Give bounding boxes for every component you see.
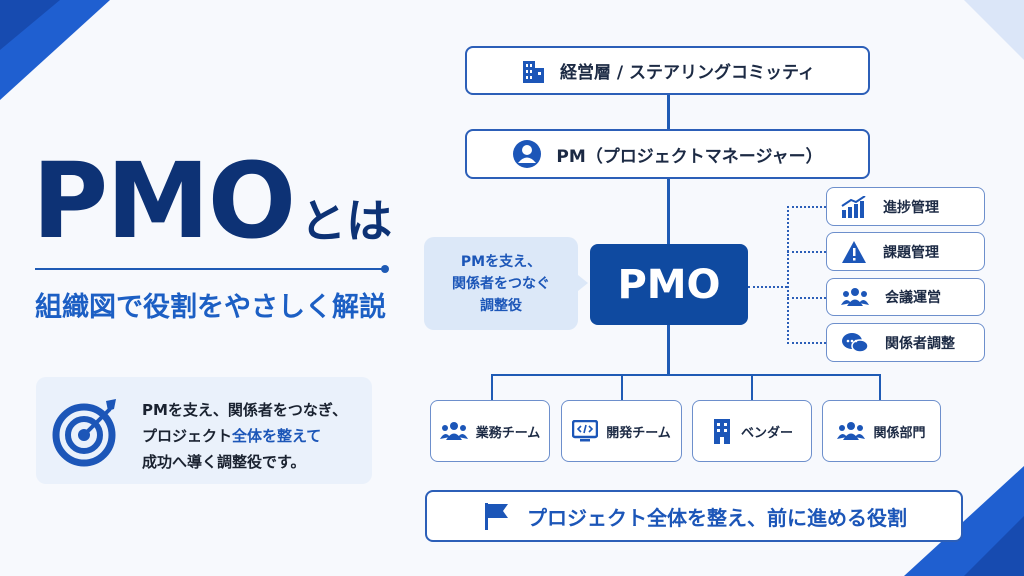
dotted-connector xyxy=(787,297,826,299)
function-label: 進捗管理 xyxy=(883,199,939,216)
dotted-connector xyxy=(787,206,789,344)
target-icon xyxy=(52,399,116,467)
dotted-connector xyxy=(787,251,826,253)
function-stakeholders: 関係者調整 xyxy=(826,323,985,362)
dotted-connector xyxy=(787,206,826,208)
banner-label: プロジェクト全体を整え、前に進める役割 xyxy=(527,505,907,530)
card-line: PMを支え、関係者をつなぎ、 xyxy=(142,401,348,419)
team-vendor: ベンダー xyxy=(692,400,812,462)
function-label: 会議運営 xyxy=(885,290,941,306)
node-executives: 経営層 / ステアリングコミッティ xyxy=(465,46,870,95)
function-label: 課題管理 xyxy=(883,244,939,261)
pmo-callout: PMを支え、 関係者をつなぐ 調整役 xyxy=(424,237,588,330)
connector xyxy=(667,95,670,375)
group-icon xyxy=(841,288,869,306)
node-label: PM（プロジェクトマネージャー） xyxy=(556,146,823,167)
team-label: 開発チーム xyxy=(606,425,671,441)
callout-line: PMを支え、 xyxy=(460,253,542,270)
divider-dot xyxy=(381,265,389,273)
node-pmo: PMO xyxy=(590,244,748,325)
connector xyxy=(491,374,493,400)
card-line: 成功へ導く調整役です。 xyxy=(142,453,306,471)
group-icon xyxy=(837,422,866,440)
function-progress: 進捗管理 xyxy=(826,187,985,226)
chat-icon xyxy=(842,332,869,353)
corner-decoration-top-right xyxy=(964,0,1024,60)
node-pm: PM（プロジェクトマネージャー） xyxy=(465,129,870,179)
team-business: 業務チーム xyxy=(430,400,550,462)
team-label: 業務チーム xyxy=(475,425,541,441)
card-line: プロジェクト xyxy=(142,427,233,445)
function-meetings: 会議運営 xyxy=(826,278,985,316)
corner-decoration xyxy=(0,0,110,100)
node-label: 経営層 / ステアリングコミッティ xyxy=(559,63,816,83)
dotted-connector xyxy=(787,342,826,344)
warning-icon xyxy=(842,240,866,263)
chart-icon xyxy=(841,195,866,218)
team-label: ベンダー xyxy=(740,425,793,441)
flag-icon xyxy=(485,503,508,530)
summary-card: PMを支え、関係者をつなぎ、 プロジェクト全体を整えて 成功へ導く調整役です。 xyxy=(36,377,372,484)
connector xyxy=(751,374,753,400)
team-label: 関係部門 xyxy=(873,425,926,441)
page-title: PMO とは xyxy=(32,140,392,262)
title-divider xyxy=(35,268,385,270)
building-icon xyxy=(522,60,544,83)
code-icon xyxy=(572,420,599,442)
connector xyxy=(621,374,623,400)
corner-decoration-bottom xyxy=(904,466,1024,576)
dotted-connector xyxy=(748,286,787,288)
title-main: PMO xyxy=(32,140,296,262)
function-issues: 課題管理 xyxy=(826,232,985,271)
callout-line: 関係者をつなぐ xyxy=(452,275,550,292)
callout-line: 調整役 xyxy=(480,297,522,314)
connector xyxy=(492,374,881,376)
connector xyxy=(879,374,881,400)
callout-pointer xyxy=(578,275,588,291)
function-label: 関係者調整 xyxy=(885,335,955,352)
role-banner: プロジェクト全体を整え、前に進める役割 xyxy=(425,490,963,542)
title-suffix: とは xyxy=(300,194,393,248)
card-highlight: 全体を整えて xyxy=(232,427,322,445)
team-development: 開発チーム xyxy=(561,400,682,462)
user-icon xyxy=(513,140,542,168)
node-label: PMO xyxy=(617,261,721,308)
group-icon xyxy=(439,422,468,440)
building-icon xyxy=(713,419,730,444)
team-departments: 関係部門 xyxy=(822,400,941,462)
subtitle: 組織図で役割をやさしく解説 xyxy=(35,292,386,323)
